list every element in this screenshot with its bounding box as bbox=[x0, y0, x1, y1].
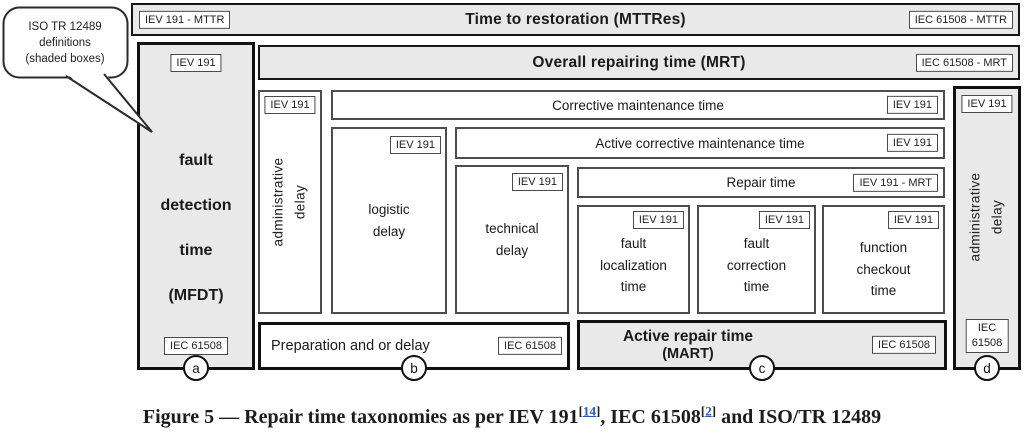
tag-iev191-fault-localization: IEV 191 bbox=[632, 211, 684, 230]
mttres-title: Time to restoration (MTTRes) bbox=[465, 10, 686, 28]
fault-correction-label: fault correction time bbox=[726, 236, 787, 295]
marker-c: c bbox=[749, 355, 775, 381]
active-corrective-title: Active corrective maintenance time bbox=[595, 135, 805, 151]
mrt-title: Overall repairing time (MRT) bbox=[532, 53, 746, 71]
marker-a: a bbox=[183, 355, 209, 381]
technical-delay-label: technical delay bbox=[485, 220, 539, 258]
speech-bubble-shape bbox=[2, 6, 153, 133]
repair-time-title: Repair time bbox=[726, 175, 796, 190]
tag-iev191-technical: IEV 191 bbox=[511, 173, 563, 192]
callout-bubble: ISO TR 12489 definitions (shaded boxes) bbox=[0, 0, 172, 150]
preparation-box: Preparation and or delay IEC 61508 b bbox=[258, 322, 570, 381]
tag-iev191-mrt-repair: IEV 191 - MRT bbox=[853, 173, 938, 192]
preparation-label: Preparation and or delay bbox=[271, 338, 430, 354]
repair-time-bar: Repair time IEV 191 - MRT bbox=[577, 167, 945, 198]
mfdt-box: IEV 191 fault detection time (MFDT) IEC … bbox=[137, 42, 255, 381]
corrective-title: Corrective maintenance time bbox=[552, 97, 724, 113]
mfdt-label: fault detection time (MFDT) bbox=[160, 152, 232, 304]
tag-iev191-logistic: IEV 191 bbox=[389, 136, 441, 155]
fault-correction-box: IEV 191 fault correction time bbox=[697, 205, 816, 314]
citation-2: [2] bbox=[700, 403, 717, 419]
tag-iev191-mttr: IEV 191 - MTTR bbox=[139, 10, 231, 29]
tag-iev191-fault-correction: IEV 191 bbox=[758, 211, 810, 230]
mrt-bar: Overall repairing time (MRT) IEC 61508 -… bbox=[258, 45, 1020, 80]
mttres-bar: IEV 191 - MTTR Time to restoration (MTTR… bbox=[131, 3, 1020, 36]
mart-box: Active repair time (MART) IEC 61508 c bbox=[577, 320, 947, 381]
citation-14: [14] bbox=[578, 403, 601, 419]
tag-iec61508-preparation: IEC 61508 bbox=[498, 336, 562, 356]
tag-iec61508-admin-right: IEC 61508 bbox=[965, 319, 1009, 353]
logistic-delay-label: logistic delay bbox=[368, 201, 410, 239]
tag-iev191-corrective: IEV 191 bbox=[886, 95, 938, 115]
admin-delay-left-box: IEV 191 administrative delay bbox=[258, 90, 322, 314]
mart-label: Active repair time (MART) bbox=[622, 328, 754, 362]
figure-caption: Figure 5 — Repair time taxonomies as per… bbox=[142, 403, 882, 428]
function-checkout-box: IEV 191 function checkout time bbox=[822, 205, 945, 314]
admin-delay-left-label: administrative delay bbox=[270, 157, 308, 247]
fault-localization-label: fault localization time bbox=[600, 236, 667, 295]
citation-link-2[interactable]: 2 bbox=[705, 403, 712, 419]
tag-iev191-mfdt: IEV 191 bbox=[170, 54, 222, 73]
function-checkout-label: function checkout time bbox=[856, 240, 911, 299]
marker-d: d bbox=[974, 355, 1000, 381]
tag-iec61508-mttr: IEC 61508 - MTTR bbox=[908, 10, 1013, 29]
tag-iev191-admin-right: IEV 191 bbox=[961, 95, 1013, 114]
admin-delay-right-box: IEV 191 administrative delay IEC 61508 d bbox=[953, 86, 1021, 381]
citation-link-14[interactable]: 14 bbox=[582, 403, 596, 419]
tag-iec61508-mfdt: IEC 61508 bbox=[164, 336, 228, 355]
tag-iec61508-mrt: IEC 61508 - MRT bbox=[915, 53, 1013, 72]
fault-localization-box: IEV 191 fault localization time bbox=[577, 205, 690, 314]
tag-iev191-active-corrective: IEV 191 bbox=[886, 133, 938, 153]
technical-delay-box: IEV 191 technical delay bbox=[455, 165, 569, 314]
callout-text: ISO TR 12489 definitions (shaded boxes) bbox=[25, 20, 105, 66]
tag-iev191-admin-left: IEV 191 bbox=[264, 96, 316, 115]
active-corrective-bar: Active corrective maintenance time IEV 1… bbox=[455, 127, 945, 159]
marker-b: b bbox=[401, 355, 427, 381]
logistic-delay-box: IEV 191 logistic delay bbox=[331, 127, 447, 314]
corrective-maintenance-bar: Corrective maintenance time IEV 191 bbox=[331, 90, 945, 120]
admin-delay-right-label: administrative delay bbox=[967, 172, 1005, 262]
tag-iev191-function-checkout: IEV 191 bbox=[887, 211, 939, 230]
tag-iec61508-mart: IEC 61508 bbox=[872, 335, 936, 355]
